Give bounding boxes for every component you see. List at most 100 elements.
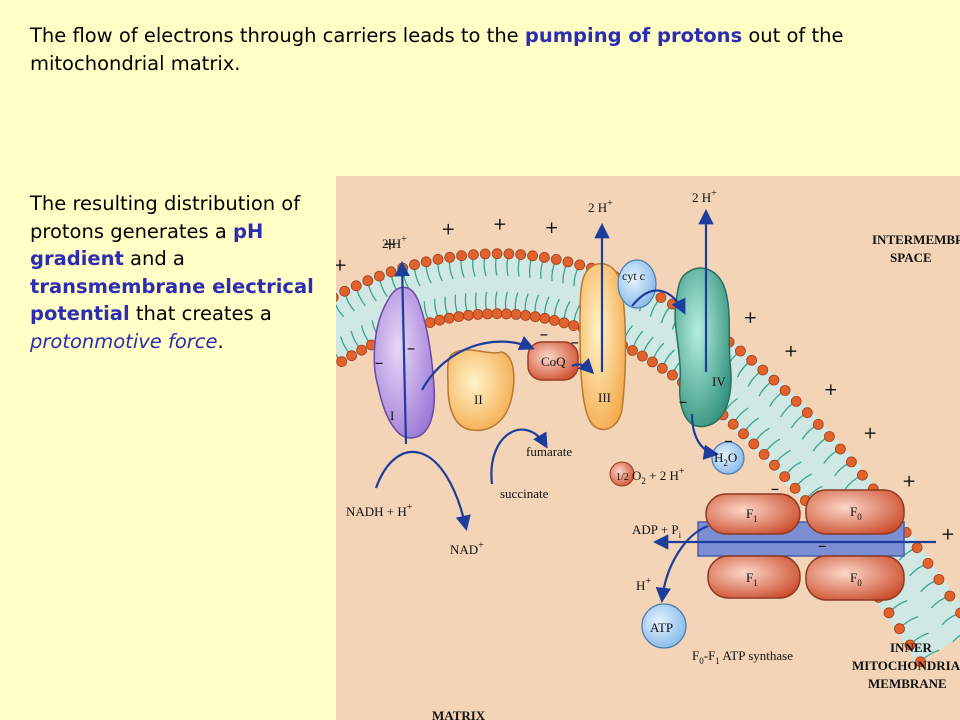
lipid-head [443,312,455,324]
plus-sign: + [545,218,559,238]
lipid-head [768,374,780,386]
arrow-group [374,208,936,604]
f0-top-label: F0 [850,504,862,522]
oxygen-bubble [609,461,635,487]
plus-sign: + [336,256,347,276]
lipid-head [562,256,574,268]
lipid-head [627,345,638,356]
plus-sign: + [441,219,455,239]
lipid-head [503,248,515,260]
lipid-head [462,309,474,321]
lipid-head [346,350,358,362]
lipid-head [453,311,465,323]
adp-label: ADP + Pi [632,522,682,540]
coq-label: CoQ [541,354,566,369]
arrow-i-to-coq [421,335,535,391]
arrow-adp-atp [655,524,709,604]
arrow-complex-i-protons [394,260,410,445]
atp-bubble [641,603,687,649]
nad-label: NAD+ [450,540,484,557]
lipid-head [510,308,522,320]
lipid-head [757,364,769,376]
intro-paragraph: The flow of electrons through carriers l… [30,22,910,78]
para1-highlight: pumping of protons [524,24,743,47]
lipid-head [550,254,562,265]
lipid-head [655,292,667,303]
plus-sign: + [824,380,838,400]
lipid-head [362,275,374,287]
lipid-head [336,356,348,368]
f1-head-top [705,493,801,535]
ph-gradient-highlight: pH gradient [30,219,264,271]
lipid-head [520,309,532,321]
h-plus-atp-label: H+ [636,576,651,593]
minus-signs: –––––––– [375,325,827,557]
para2-text: The resulting distribution of protons ge… [30,192,301,243]
lipid-head [758,448,770,460]
complex-iv-label: IV [712,374,726,389]
lipid-head [666,369,678,381]
f1-head-bottom [707,555,801,599]
lipid-head [350,280,362,292]
lipid-head [456,250,467,262]
lipid-head [789,482,801,494]
cytochrome-c [617,259,657,309]
lipid-head [894,623,905,635]
h-plus-mid-label: 2 H+ [588,198,613,215]
lipid-head [915,656,926,668]
plus-sign: + [863,424,877,444]
lipid-head [812,418,824,430]
lipid-head [434,314,445,326]
plus-sign: + [784,342,798,362]
lipid-head [482,308,493,320]
para2-period: . [217,329,224,353]
minus-sign: – [407,338,416,358]
f1-bottom-label: F1 [746,570,758,588]
protonmotive-force-highlight: protonmotive force [30,329,218,353]
lipid-head [539,312,551,324]
oxygen-label: 1/2 O2 + 2 H+ [616,466,685,486]
lipid-head [734,345,746,357]
f0-head-top [805,489,905,535]
explanation-paragraph: The resulting distribution of protons ge… [30,190,330,355]
lipid-head [738,428,749,440]
lipid-head [857,469,868,481]
cytc-label: cyt c [622,269,645,283]
para1-text: The flow of electrons through carriers l… [30,24,525,47]
lipid-head [339,285,351,297]
lipid-head [636,350,648,362]
lipid-head [432,253,444,265]
plus-signs: +++++++++++ [336,215,955,545]
potential-highlight: transmembrane electrical potential [30,274,314,326]
lipid-head [529,311,541,323]
lipid-head [790,395,802,407]
f0-head-bottom [805,555,905,601]
intermembrane-label-1: INTERMEMBR [872,232,960,247]
arrow-oxygen-water [690,413,720,460]
lipid-head [768,459,780,471]
lipid-head [548,314,560,326]
lipid-head [501,308,512,320]
minus-sign: – [540,325,549,345]
lipid-head [656,362,668,374]
lipid-head [646,356,658,368]
plus-sign: + [493,215,507,235]
lipid-head [420,256,432,268]
lipid-head [933,574,945,585]
plus-sign: + [941,525,955,545]
matrix-label: MATRIX [432,708,486,720]
minus-sign: – [818,536,827,556]
arrow-coq-to-iii [571,357,595,375]
complex-iii-label: III [598,390,611,405]
lipid-head [834,443,846,455]
lipid-head [911,542,923,554]
complex-i-label: I [390,408,394,423]
h-plus-right-label: 2 H+ [692,188,717,205]
lipid-head [944,590,956,602]
lipid-head [385,266,397,278]
lipid-head [515,249,527,260]
lipid-head [479,248,491,260]
arrow-succinate [490,428,548,485]
plus-sign: + [902,472,916,492]
lipid-head [574,259,586,271]
